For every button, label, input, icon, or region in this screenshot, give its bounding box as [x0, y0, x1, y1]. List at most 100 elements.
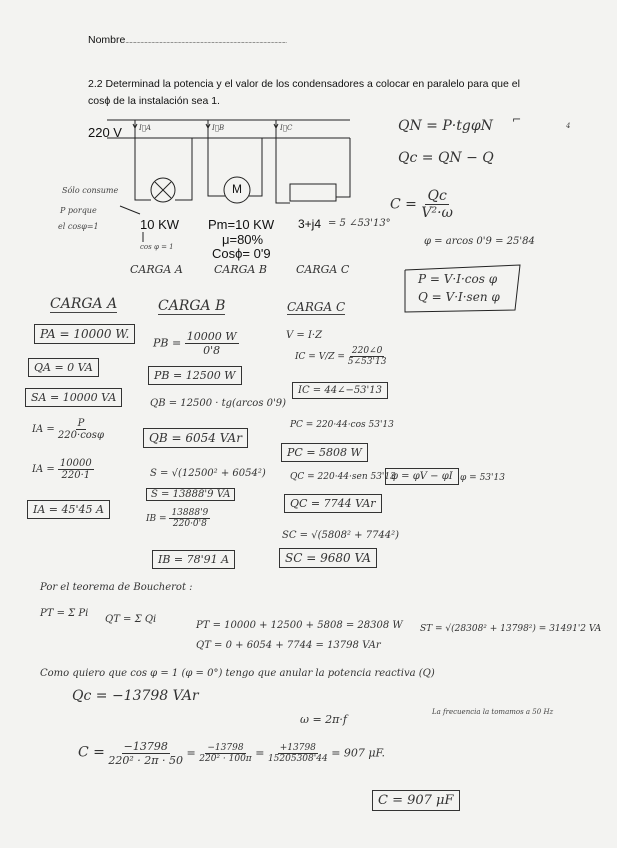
load-b-cos: Cosϕ= 0'9 [212, 246, 271, 261]
load-c-polar: = 5 ∠53'13° [328, 218, 391, 229]
pb-num: 10000 W [184, 330, 239, 344]
carga-c-p-result: PC = 5808 W [281, 443, 368, 462]
note-line-2: P porque [60, 206, 97, 215]
label-carga-b: CARGA B [214, 263, 267, 276]
formula-qc: Qc = QN − Q [398, 150, 494, 166]
i2-lhs: IA = [32, 464, 55, 475]
carga-b-q-formula: QB = 12500 · tg(arcos 0'9) [150, 398, 287, 409]
carga-a-title: CARGA A [50, 296, 118, 313]
carga-b-p-result: PB = 12500 W [148, 366, 242, 385]
impedance-icon [289, 183, 337, 202]
ic-lhs: IC = V/Z = [295, 352, 345, 362]
carga-c-q-result: QC = 7744 VAr [284, 494, 382, 513]
note-line-1: Sólo consume [62, 186, 119, 195]
formula-qn: QN = P·tgφN [398, 118, 493, 134]
boucherot-qt: QT = 0 + 6054 + 7744 = 13798 VAr [196, 640, 381, 651]
boucherot-intro: Por el teorema de Boucherot : [40, 582, 193, 593]
c-lhs: C = [390, 196, 417, 213]
i2-num: 10000 [57, 458, 94, 470]
mark-2: 4 [566, 122, 571, 130]
carga-a-q: QA = 0 VA [28, 358, 99, 377]
ib-num: 13888'9 [169, 508, 211, 519]
question-line-2: cosϕ de la instalación sea 1. [88, 95, 220, 107]
formula-phi: φ = arcos 0'9 = 25'84 [424, 236, 535, 247]
boucherot-qt-def: QT = Σ Qi [105, 614, 157, 625]
carga-c-q-formula: QC = 220·44·sen 53'13 [290, 472, 396, 482]
omega-formula: ω = 2π·f [300, 713, 347, 726]
branch-c [275, 120, 290, 204]
load-c-impedance: 3+j4 [298, 217, 322, 231]
ic-den: 5∠53'13 [347, 357, 387, 367]
branch-a [134, 120, 151, 201]
current-c-label: I⃗C [280, 124, 293, 132]
carga-c-phi-box: φ = φV − φI [385, 468, 459, 485]
carga-c-title: CARGA C [287, 300, 346, 315]
carga-b-title: CARGA B [158, 298, 226, 315]
load-b-power: Pm=10 KW [208, 217, 275, 232]
name-label: Nombre [88, 34, 126, 46]
carga-c-i-result: IC = 44∠−53'13 [292, 382, 389, 399]
load-b-efficiency: μ=80% [222, 232, 264, 247]
carga-a-p: PA = 10000 W. [34, 324, 136, 344]
carga-a-s: SA = 10000 VA [25, 388, 123, 407]
formula-q: Q = V·I·sen φ [418, 290, 500, 304]
motor-symbol: M [232, 182, 242, 196]
mark-1: ⌐ [512, 113, 522, 126]
formula-p: P = V·I·cos φ [418, 272, 498, 286]
c-value: = 907 μF. [331, 746, 385, 760]
c-f3-den: 15205308'44 [267, 754, 328, 764]
c-f2-den: 220² · 100π [199, 754, 252, 764]
branch-b [207, 120, 225, 197]
i-num: P [75, 418, 87, 430]
current-a-label: I⃗A [139, 124, 152, 132]
c-f3-num: +13798 [277, 743, 318, 754]
motor-icon [223, 176, 251, 204]
capacitance-result: C = 907 μF [372, 790, 460, 811]
carga-c-p-formula: PC = 220·44·cos 53'13 [290, 420, 394, 430]
i2-den: 220·1 [61, 470, 91, 481]
name-dots: ........................................… [125, 39, 287, 45]
i-den: 220·cosφ [57, 430, 104, 441]
cos-a-note: cos φ = 1 [140, 243, 174, 251]
carga-a-i-result: IA = 45'45 A [27, 500, 110, 519]
pb-lhs: PB = [153, 336, 182, 350]
lamp-icon [150, 177, 176, 203]
note-line-3: el cosφ=1 [58, 222, 99, 231]
conclusion-qc: Qc = −13798 VAr [72, 688, 199, 704]
frequency-note: La frecuencia la tomamos a 50 Hz [432, 708, 554, 716]
ib-lhs: IB = [146, 514, 167, 524]
label-carga-c: CARGA C [296, 263, 350, 276]
carga-b-s-formula: S = √(12500² + 6054²) [150, 468, 266, 479]
ic-num: 220∠0 [349, 346, 385, 357]
conclusion-line: Como quiero que cos φ = 1 (φ = 0°) tengo… [40, 668, 435, 679]
pq-box [404, 264, 521, 313]
carga-c-phi-value: φ = 53'13 [460, 473, 505, 483]
c-f1-den: 220² · 2π · 50 [108, 754, 184, 767]
voltage-label: 220 V [88, 125, 122, 140]
label-carga-a: CARGA A [130, 263, 183, 276]
carga-c-s-result: SC = 9680 VA [279, 548, 377, 568]
question-line-1: 2.2 Determinad la potencia y el valor de… [88, 78, 520, 90]
boucherot-st: ST = √(28308² + 13798²) = 31491'2 VA [420, 624, 602, 634]
c-f1-num: −13798 [121, 740, 170, 754]
ib-den: 220·0'8 [172, 519, 207, 529]
carga-b-q-result: QB = 6054 VAr [143, 428, 248, 448]
i-lhs: IA = [32, 424, 55, 435]
current-b-label: I⃗B [212, 124, 225, 132]
carga-c-s-formula: SC = √(5808² + 7744²) [282, 530, 400, 541]
c-f2-num: −13798 [205, 743, 246, 754]
carga-c-v: V = I·Z [286, 330, 323, 341]
name-field[interactable]: Nombre..................................… [88, 34, 287, 46]
load-a-power: 10 KW [140, 217, 180, 232]
boucherot-pt: PT = 10000 + 12500 + 5808 = 28308 W [196, 620, 403, 631]
carga-b-i-result: IB = 78'91 A [152, 550, 236, 569]
c-calc-lhs: C = [78, 744, 105, 761]
